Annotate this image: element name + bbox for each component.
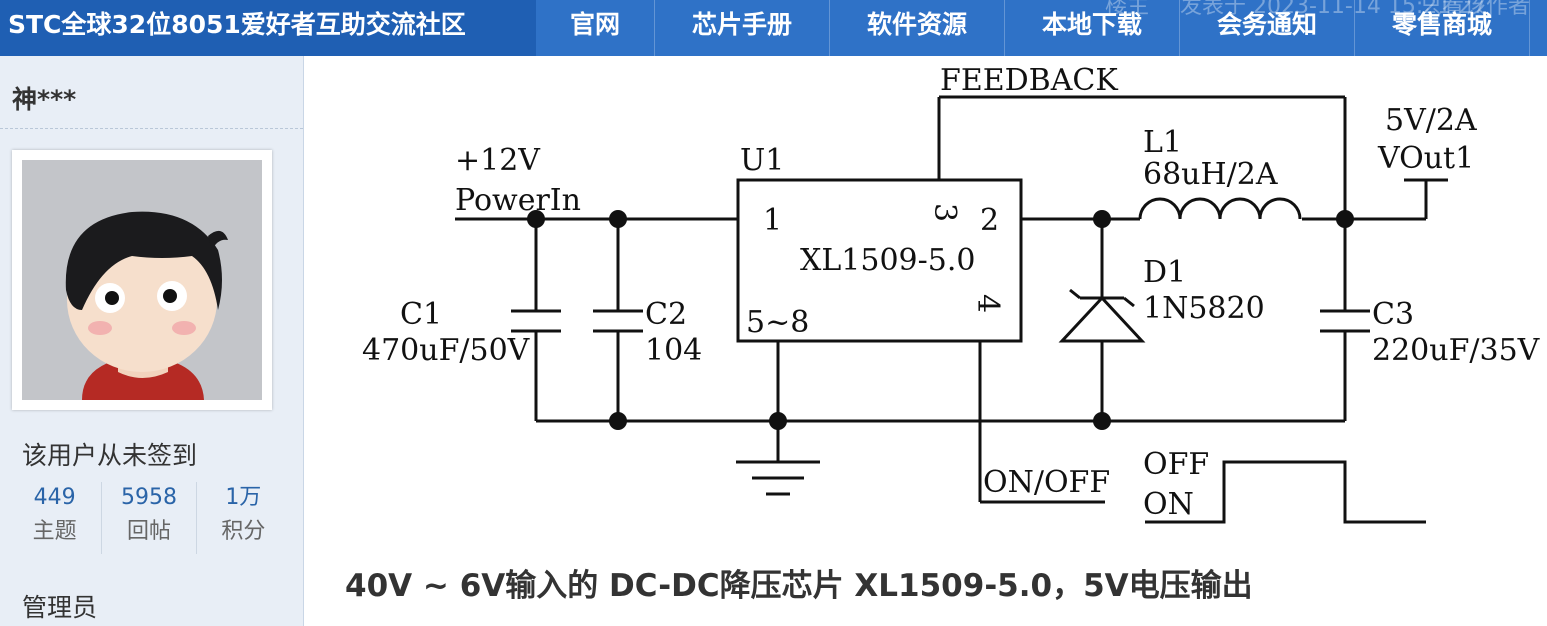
stat-points-label: 积分 xyxy=(221,519,266,544)
label-l1-value: 68uH/2A xyxy=(1143,157,1278,192)
label-pin4: 4 xyxy=(970,294,1005,313)
author-role: 管理员 xyxy=(22,593,98,622)
label-power-in: PowerIn xyxy=(455,183,581,218)
signin-status: 该用户从未签到 xyxy=(22,441,198,470)
stat-replies-label: 回帖 xyxy=(126,519,171,544)
label-c2-value: 104 xyxy=(645,333,702,368)
label-pin1: 1 xyxy=(763,203,782,238)
ghost-floor-label: 楼主 xyxy=(1105,0,1150,19)
author-username[interactable]: 神*** xyxy=(12,85,77,114)
stat-replies[interactable]: 5958 回帖 xyxy=(102,482,197,554)
label-d1-value: 1N5820 xyxy=(1143,291,1265,326)
avatar[interactable] xyxy=(12,150,272,410)
top-navbar: 楼主 发表于 2023-11-14 15:21:27 只看该作者 STC全球32… xyxy=(0,0,1547,56)
label-c2: C2 xyxy=(645,297,687,332)
divider xyxy=(0,128,303,129)
label-on-off: ON/OFF xyxy=(983,465,1110,500)
label-pin2: 2 xyxy=(980,203,999,238)
stat-topics-label: 主题 xyxy=(32,519,77,544)
author-sidebar: 神*** 该用户从未签到 449 主题 5958 回帖 1万 xyxy=(0,56,304,626)
stat-points[interactable]: 1万 积分 xyxy=(197,482,290,554)
label-vin: +12V xyxy=(455,143,541,178)
label-on: ON xyxy=(1143,487,1194,522)
label-pin-5-8: 5~8 xyxy=(746,305,809,340)
label-pin3: 3 xyxy=(927,203,962,222)
label-c3: C3 xyxy=(1372,297,1414,332)
label-vout: 5V/2A xyxy=(1385,103,1477,138)
site-title[interactable]: STC全球32位8051爱好者互助交流社区 xyxy=(0,0,536,56)
ghost-author-only: 只看该作者 xyxy=(1420,0,1531,19)
nav-local-download[interactable]: 本地下载 xyxy=(1005,0,1180,56)
stat-points-value[interactable]: 1万 xyxy=(225,485,262,510)
label-off: OFF xyxy=(1143,447,1209,482)
post-caption: 40V ~ 6V输入的 DC-DC降压芯片 XL1509-5.0，5V电压输出 xyxy=(345,568,1253,604)
label-c1-value: 470uF/50V xyxy=(362,333,531,368)
nav-chip-manual[interactable]: 芯片手册 xyxy=(655,0,830,56)
stat-replies-value[interactable]: 5958 xyxy=(120,485,177,510)
nav-retail-store[interactable]: 零售商城 xyxy=(1355,0,1530,56)
avatar-image xyxy=(22,160,262,400)
nav-official-site[interactable]: 官网 xyxy=(536,0,655,56)
stat-topics[interactable]: 449 主题 xyxy=(8,482,103,554)
label-c1: C1 xyxy=(400,297,442,332)
label-c3-value: 220uF/35V xyxy=(1372,333,1540,368)
ghost-post-time: 发表于 2023-11-14 15:21:27 xyxy=(1180,0,1487,19)
label-vout-name: VOut1 xyxy=(1377,141,1474,176)
main-nav: 官网 芯片手册 软件资源 本地下载 会务通知 零售商城 xyxy=(536,0,1530,56)
author-stats: 449 主题 5958 回帖 1万 积分 xyxy=(8,482,290,554)
label-u1: U1 xyxy=(740,143,784,178)
label-ic-part: XL1509-5.0 xyxy=(800,243,975,278)
label-feedback: FEEDBACK xyxy=(940,63,1118,98)
nav-software[interactable]: 软件资源 xyxy=(830,0,1005,56)
label-d1: D1 xyxy=(1143,255,1186,290)
nav-meeting-notice[interactable]: 会务通知 xyxy=(1180,0,1355,56)
stat-topics-value[interactable]: 449 xyxy=(33,485,76,510)
label-l1: L1 xyxy=(1143,125,1182,160)
schematic-diagram: FEEDBACK +12V PowerIn U1 XL1509-5.0 1 2 … xyxy=(362,63,1540,524)
